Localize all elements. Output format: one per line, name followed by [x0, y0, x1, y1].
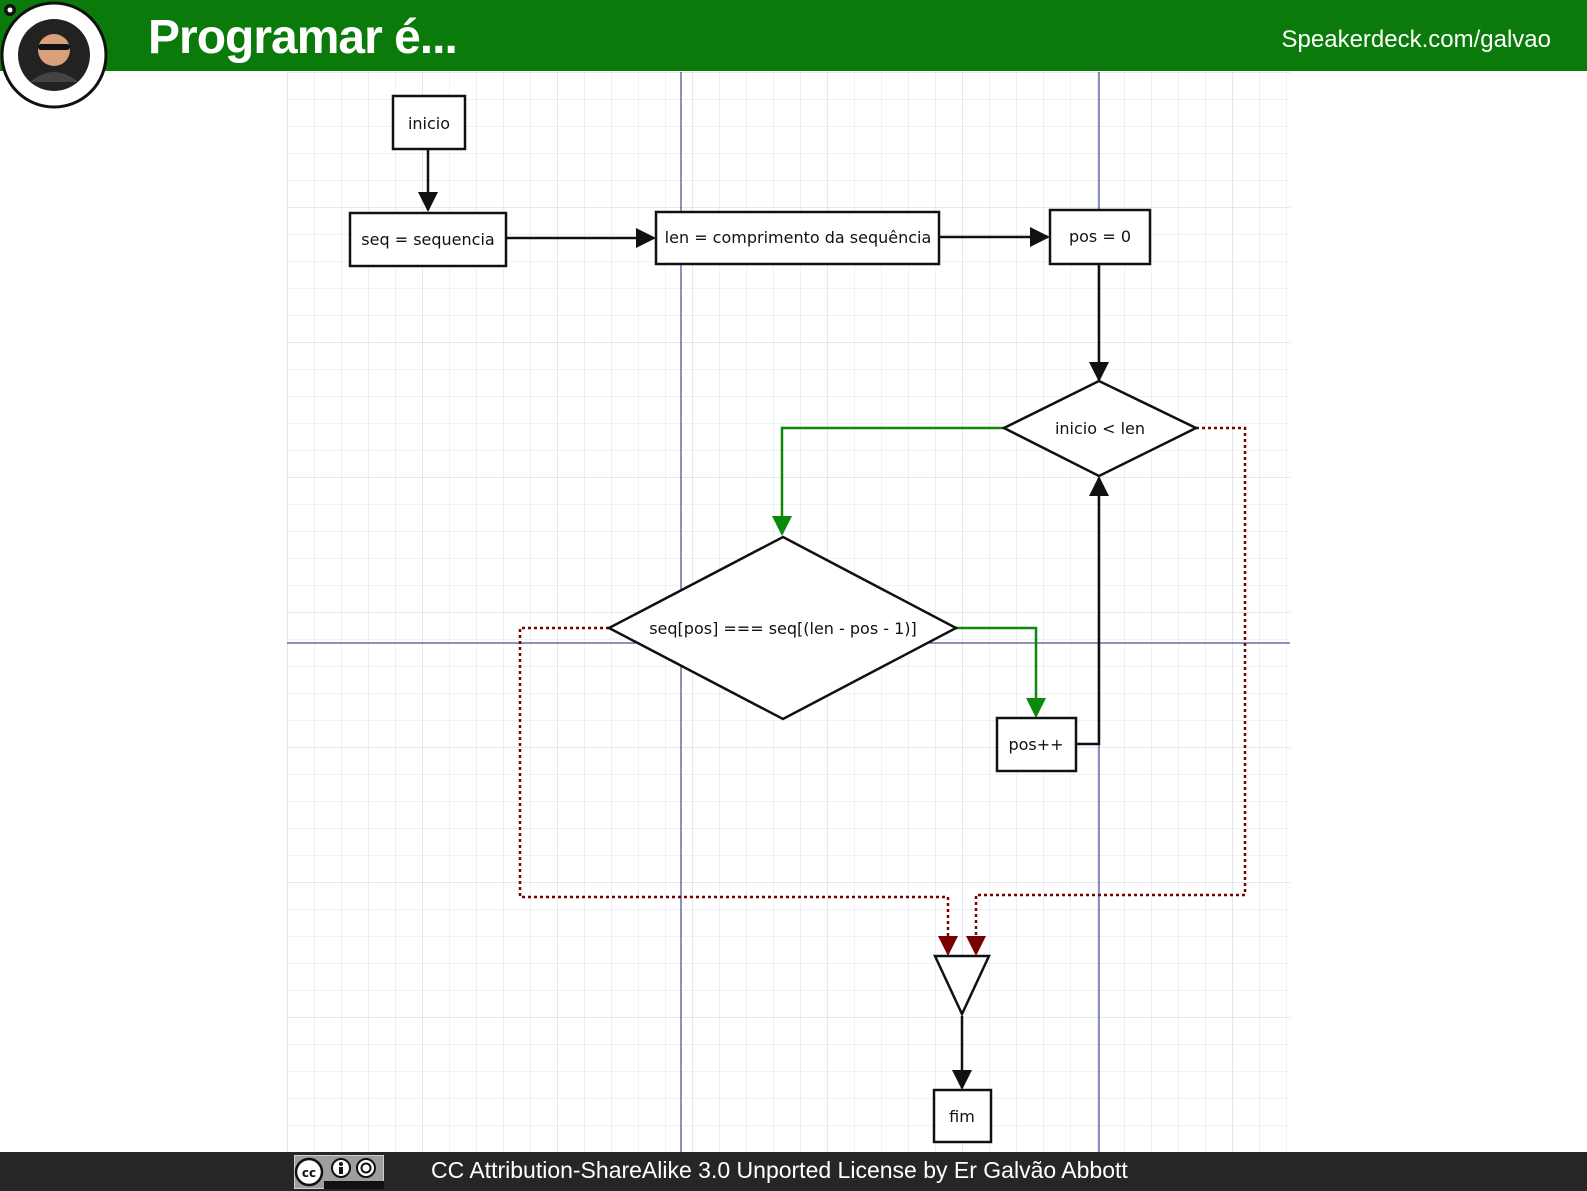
node-cond-compare: seq[pos] === seq[(len - pos - 1)] [606, 535, 959, 721]
node-merge [933, 954, 991, 1017]
node-pos: pos = 0 [1048, 208, 1152, 266]
edge-cond-loop-false [966, 426, 1247, 956]
edge-cond-loop-true [772, 426, 1004, 536]
header-bar [0, 0, 1587, 71]
slide-title: Programar é... [148, 11, 458, 64]
svg-text:cc: cc [302, 1166, 316, 1180]
node-len-label: len = comprimento da sequência [665, 228, 932, 247]
edge-cond-compare-true [956, 626, 1046, 718]
flowchart-canvas: inicio seq = sequencia len = comprimento… [287, 72, 1290, 1152]
footer-bar [0, 1152, 1587, 1191]
cc-by-sa-icon: cc [294, 1155, 384, 1189]
node-end: fim [932, 1088, 993, 1144]
node-cond-compare-label: seq[pos] === seq[(len - pos - 1)] [649, 619, 917, 638]
edge-increment-to-cond-loop [1076, 476, 1109, 746]
node-increment-label: pos++ [1008, 735, 1063, 754]
node-cond-loop: inicio < len [1001, 379, 1199, 478]
node-len: len = comprimento da sequência [654, 210, 941, 266]
node-cond-loop-label: inicio < len [1055, 419, 1145, 438]
node-pos-label: pos = 0 [1069, 227, 1131, 246]
node-increment: pos++ [995, 716, 1078, 773]
node-start: inicio [391, 94, 467, 151]
node-seq-label: seq = sequencia [361, 230, 494, 249]
license-text: CC Attribution-ShareAlike 3.0 Unported L… [431, 1157, 1128, 1183]
node-start-label: inicio [408, 114, 450, 133]
node-seq: seq = sequencia [348, 211, 508, 268]
speakerdeck-link[interactable]: Speakerdeck.com/galvao [1281, 26, 1551, 53]
edge-cond-compare-false [518, 626, 958, 956]
node-end-label: fim [949, 1107, 975, 1126]
osi-member-badge-icon [0, 1, 108, 109]
